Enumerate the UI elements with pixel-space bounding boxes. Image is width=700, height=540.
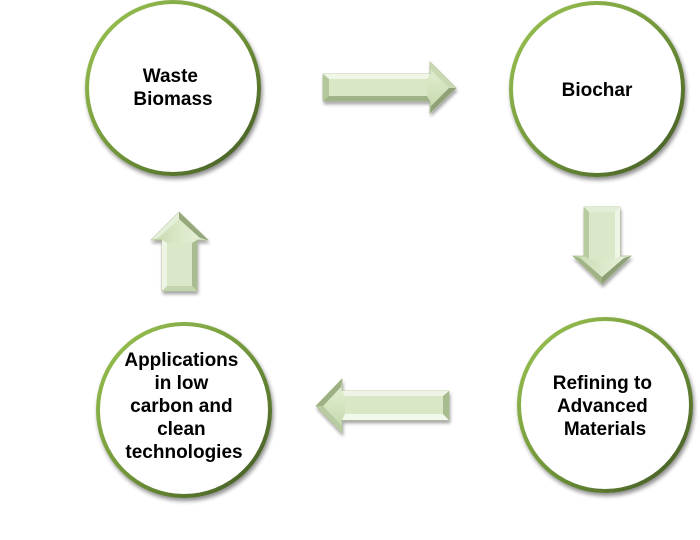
node-circle — [96, 322, 272, 498]
label-line: Biomass — [133, 89, 212, 110]
node-biochar: Biochar — [509, 1, 685, 177]
label-line: Materials — [564, 419, 646, 440]
node-circle — [509, 1, 685, 177]
label-line: Advanced — [557, 396, 648, 417]
node-label: Biochar — [562, 80, 633, 101]
label-line: carbon and — [130, 396, 232, 417]
label-line: Refining to — [553, 373, 652, 394]
node-label: Applications in low carbon and clean tec… — [124, 350, 243, 463]
node-applications: Applications in low carbon and clean tec… — [96, 322, 272, 498]
label-line: technologies — [125, 442, 242, 463]
label-line: Waste — [143, 66, 198, 87]
label-line: clean — [157, 419, 206, 440]
arrow-up-icon — [150, 211, 209, 292]
node-refining: Refining to Advanced Materials — [517, 317, 693, 493]
node-label: Waste Biomass — [133, 66, 212, 110]
label-line: Applications — [124, 350, 238, 371]
arrow-right-icon — [322, 61, 457, 114]
label-line: in low — [154, 373, 208, 394]
arrow-down-icon — [572, 206, 632, 285]
node-label: Refining to Advanced Materials — [553, 373, 657, 440]
node-waste-biomass: Waste Biomass — [85, 0, 261, 176]
label-line: Biochar — [562, 80, 633, 101]
node-circle — [517, 317, 693, 493]
node-circle — [85, 0, 261, 176]
arrow-left-icon — [315, 378, 450, 434]
